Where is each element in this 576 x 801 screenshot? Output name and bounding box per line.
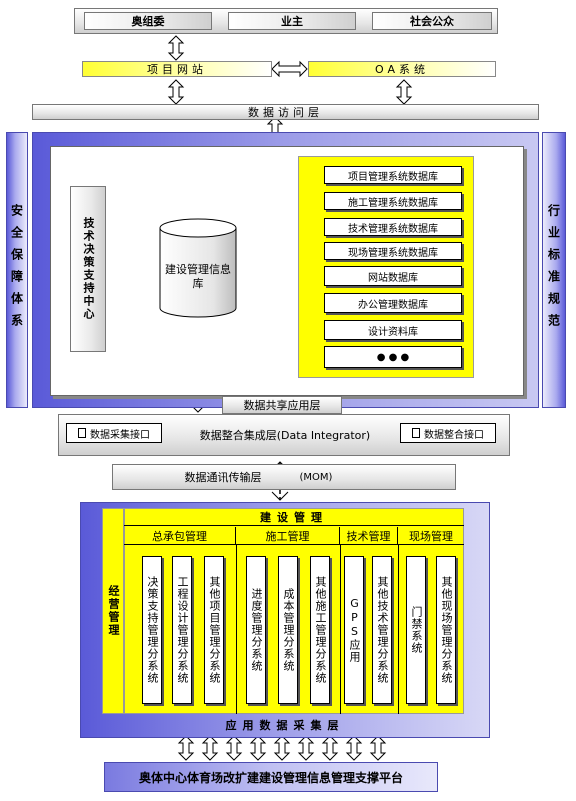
subsystem-label: GPS应用 <box>348 597 361 663</box>
comm-layer-label: 数据通讯传输层 <box>184 471 262 484</box>
arrow-site-to-access <box>168 79 184 105</box>
group-site: 现场管理 <box>398 527 464 545</box>
top-item-owner: 业主 <box>228 12 356 30</box>
db-project: 项目管理系统数据库 <box>324 166 462 184</box>
info-db-cylinder <box>159 218 237 318</box>
mom-label: (MOM) <box>299 471 333 483</box>
subsystem-label: 其他现场管理分系统 <box>440 576 453 684</box>
db-office: 办公管理数据库 <box>324 293 462 313</box>
bottom-arrow-row <box>178 735 386 761</box>
subsystem-cost: 成本管理分系统 <box>278 556 298 704</box>
subsystem-other-site: 其他现场管理分系统 <box>436 556 456 704</box>
arrow-top-to-site <box>168 35 184 61</box>
subsystem-design: 工程设计管理分系统 <box>172 556 192 704</box>
top-item-olympic-committee: 奥组委 <box>84 12 212 30</box>
info-db-label: 建设管理信息库 <box>165 263 231 290</box>
subsystem-decision: 决策支持管理分系统 <box>142 556 162 704</box>
db-construction: 施工管理系统数据库 <box>324 192 462 210</box>
group-construction: 施工管理 <box>236 527 340 545</box>
db-site: 现场管理系统数据库 <box>324 242 462 260</box>
port-icon <box>78 428 86 438</box>
collect-port: 数据采集接口 <box>66 423 162 443</box>
construction-management-title: 建设管理 <box>124 508 464 526</box>
project-site-box: 项目网站 <box>82 61 272 77</box>
subsystem-label: 其他施工管理分系统 <box>314 576 327 684</box>
app-collect-layer: 应用数据采集层 <box>225 719 345 732</box>
db-technology: 技术管理系统数据库 <box>324 218 462 236</box>
subsystem-schedule: 进度管理分系统 <box>246 556 266 704</box>
subsystem-access-control: 门禁系统 <box>406 556 426 704</box>
divider <box>340 545 341 714</box>
decision-support-box: 技术决策支持中心 <box>70 186 106 352</box>
oa-system-box: OA系统 <box>308 61 496 77</box>
data-access-layer: 数据访问层 <box>32 104 539 120</box>
group-general-contract: 总承包管理 <box>124 527 236 545</box>
subsystem-gps: GPS应用 <box>344 556 364 704</box>
integrate-port: 数据整合接口 <box>400 423 496 443</box>
subsystem-label: 工程设计管理分系统 <box>176 576 189 684</box>
subsystem-label: 成本管理分系统 <box>282 588 295 672</box>
collect-port-label: 数据采集接口 <box>90 429 150 441</box>
subsystem-other-construction: 其他施工管理分系统 <box>310 556 330 704</box>
subsystem-label: 其他技术管理分系统 <box>376 576 389 684</box>
subsystem-label: 进度管理分系统 <box>250 588 263 672</box>
subsystem-other-project: 其他项目管理分系统 <box>204 556 224 704</box>
db-more: ● ● ● <box>324 346 462 368</box>
subsystem-label: 决策支持管理分系统 <box>146 576 159 684</box>
industry-standards-bar: 行业标准规范 <box>542 132 566 408</box>
data-share-layer: 数据共享应用层 <box>222 396 342 414</box>
integrator-label: 数据整合集成层(Data Integrator) <box>199 429 371 442</box>
subsystem-other-technology: 其他技术管理分系统 <box>372 556 392 704</box>
ops-management-label: 经营管理 <box>107 585 120 637</box>
security-system-bar: 安全保障体系 <box>6 132 28 408</box>
ops-management-box: 经营管理 <box>102 508 124 714</box>
decision-support-label: 技术决策支持中心 <box>82 217 95 321</box>
db-website: 网站数据库 <box>324 266 462 286</box>
subsystem-label: 门禁系统 <box>410 606 423 654</box>
subsystem-label: 其他项目管理分系统 <box>208 576 221 684</box>
comm-layer <box>112 464 456 490</box>
top-item-public: 社会公众 <box>372 12 492 30</box>
port-icon <box>412 428 420 438</box>
group-technology: 技术管理 <box>340 527 398 545</box>
db-design: 设计资料库 <box>324 320 462 340</box>
arrow-oa-to-access <box>396 79 412 105</box>
arrow-site-oa <box>271 60 308 78</box>
integrate-port-label: 数据整合接口 <box>424 429 484 441</box>
platform-banner: 奥体中心体育场改扩建建设管理信息管理支撑平台 <box>104 762 438 792</box>
divider <box>398 545 399 714</box>
divider <box>236 545 237 714</box>
